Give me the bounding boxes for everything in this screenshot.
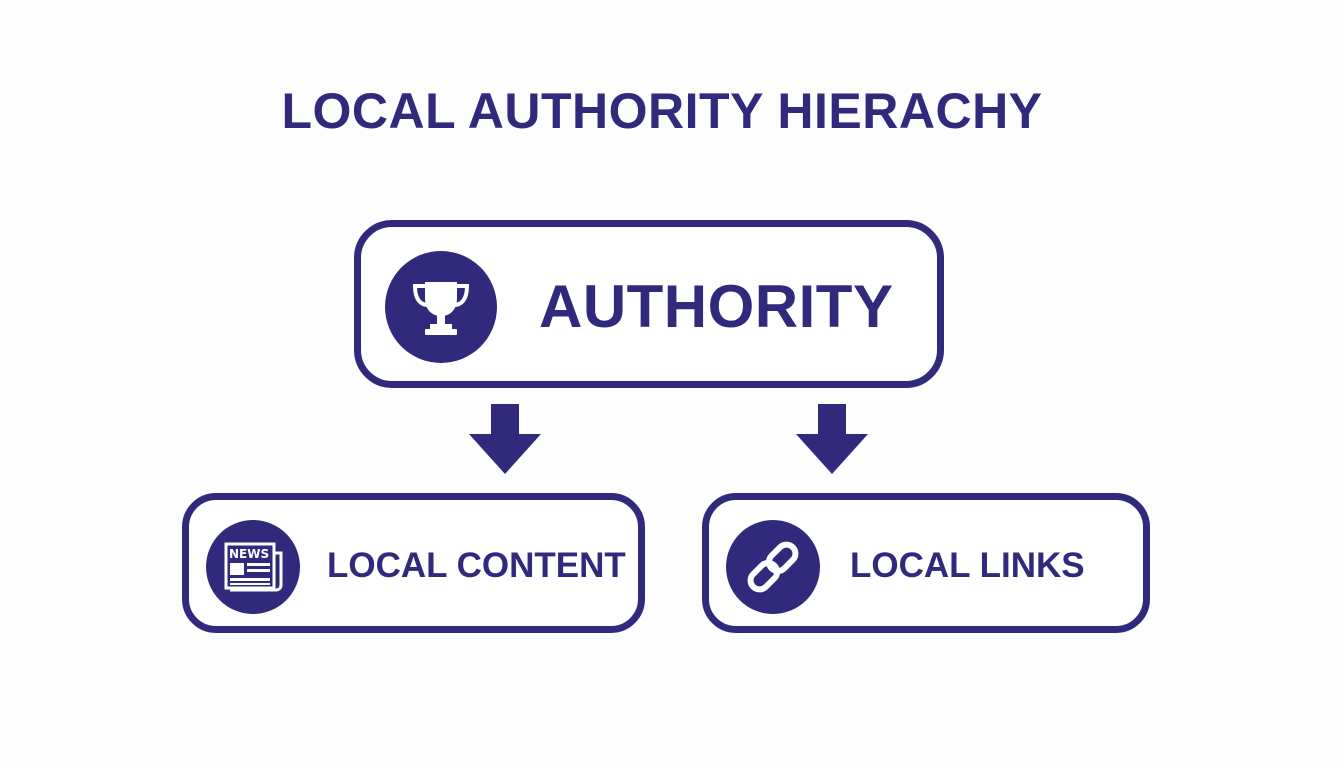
down-arrow-icon xyxy=(796,404,868,474)
trophy-icon xyxy=(412,282,470,335)
authority-node: AUTHORITY xyxy=(354,220,944,388)
down-arrow-icon xyxy=(469,404,541,474)
newspaper-icon-text: NEWS xyxy=(229,547,269,561)
trophy-badge xyxy=(385,251,497,363)
newspaper-badge: NEWS xyxy=(206,520,300,614)
local-links-node: LOCAL LINKS xyxy=(702,493,1150,633)
authority-label: AUTHORITY xyxy=(539,273,894,340)
page-title: LOCAL AUTHORITY HIERACHY xyxy=(281,83,1043,139)
local-content-label: LOCAL CONTENT xyxy=(327,546,626,585)
chain-link-badge xyxy=(726,520,820,614)
chain-link-icon xyxy=(747,541,799,593)
local-content-node: NEWS LOCAL CONTENT xyxy=(182,493,645,633)
newspaper-icon: NEWS xyxy=(224,542,283,592)
local-links-label: LOCAL LINKS xyxy=(850,546,1085,585)
